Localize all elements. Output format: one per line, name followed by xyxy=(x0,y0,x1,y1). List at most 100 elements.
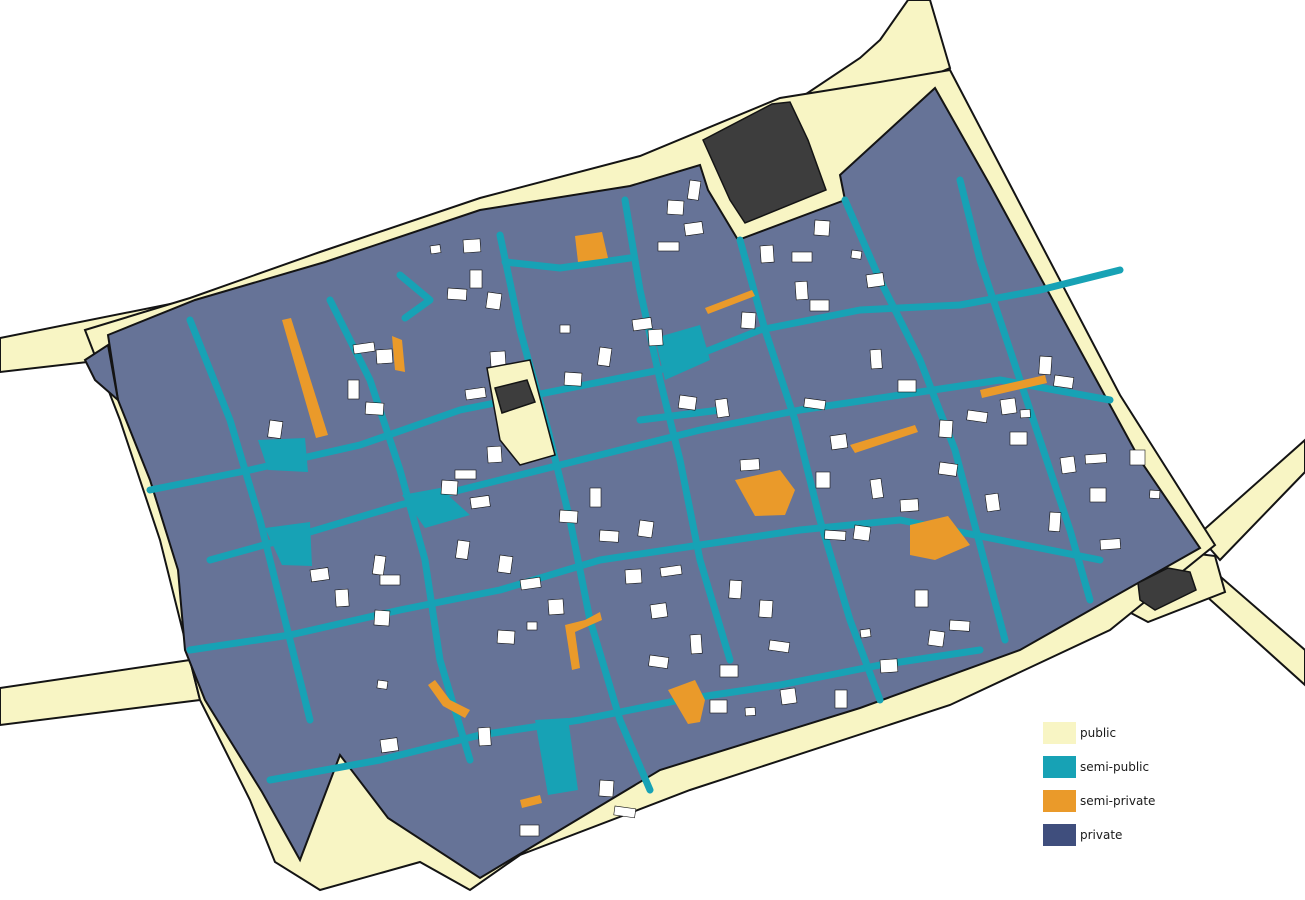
courtyard xyxy=(334,588,350,608)
courtyard xyxy=(379,574,401,586)
courtyard xyxy=(850,249,863,260)
legend-swatch-semi-private xyxy=(1043,790,1076,812)
courtyard xyxy=(647,328,664,347)
courtyard xyxy=(375,348,394,365)
semi-public-passage xyxy=(266,646,984,784)
courtyard xyxy=(834,689,848,709)
courtyard xyxy=(709,699,728,714)
courtyard xyxy=(1059,455,1077,475)
west-notch xyxy=(83,343,120,403)
semi-public-passage xyxy=(956,176,1094,604)
courtyard xyxy=(547,598,565,616)
courtyard xyxy=(429,244,442,255)
courtyard xyxy=(309,567,330,583)
courtyard xyxy=(966,409,989,424)
map-legend: public semi-public semi-private private xyxy=(1043,722,1243,858)
courtyard xyxy=(666,199,685,216)
courtyard xyxy=(803,397,827,411)
legend-swatch-semi-public xyxy=(1043,756,1076,778)
courtyard xyxy=(740,311,757,330)
courtyard xyxy=(829,433,849,451)
legend-item-semi-private: semi-private xyxy=(1043,790,1243,812)
courtyard-layer xyxy=(267,179,1161,837)
courtyard xyxy=(597,346,613,367)
courtyard xyxy=(267,419,284,439)
semi-public-passage xyxy=(736,236,884,704)
courtyard xyxy=(558,509,579,524)
east-road-upper xyxy=(1196,438,1305,562)
landmark-building-central xyxy=(494,379,536,414)
semi-private-court xyxy=(668,680,705,724)
semi-public-plaza xyxy=(265,522,312,566)
courtyard xyxy=(869,348,883,370)
courtyard xyxy=(758,599,774,619)
semi-public-passage xyxy=(501,254,634,272)
courtyard xyxy=(559,324,571,334)
courtyard xyxy=(809,299,830,312)
courtyard xyxy=(865,272,885,289)
semi-private-strip xyxy=(565,612,602,670)
semi-public-passage xyxy=(841,196,1009,644)
courtyard xyxy=(824,529,847,541)
courtyard xyxy=(598,779,615,798)
courtyard xyxy=(1053,374,1075,389)
semi-private-strip xyxy=(428,680,470,718)
courtyard xyxy=(744,706,756,717)
semi-private-strip xyxy=(705,290,755,314)
courtyard xyxy=(1048,511,1062,533)
courtyard xyxy=(469,269,483,289)
city-block-private xyxy=(106,86,1202,880)
courtyard xyxy=(347,379,360,400)
courtyard xyxy=(1089,487,1107,503)
courtyard xyxy=(637,519,655,539)
semi-private-court xyxy=(735,470,795,516)
courtyard xyxy=(477,726,492,747)
courtyard xyxy=(657,241,680,252)
legend-item-semi-public: semi-public xyxy=(1043,756,1243,778)
semi-public-plaza xyxy=(402,488,470,528)
courtyard xyxy=(813,219,831,237)
courtyard xyxy=(1019,408,1031,419)
courtyard xyxy=(984,492,1001,513)
courtyard xyxy=(739,458,761,472)
courtyard xyxy=(455,539,471,560)
semi-private-court xyxy=(910,516,970,560)
semi-private-strip xyxy=(392,336,405,372)
courtyard xyxy=(519,576,542,591)
courtyard xyxy=(683,221,704,237)
courtyard xyxy=(462,238,482,254)
courtyard xyxy=(689,633,703,655)
courtyard xyxy=(631,317,653,332)
legend-item-public: public xyxy=(1043,722,1243,744)
semi-public-passage xyxy=(326,296,474,764)
courtyard xyxy=(486,445,503,464)
courtyard xyxy=(869,478,884,500)
legend-label-semi-public: semi-public xyxy=(1080,760,1150,774)
courtyard xyxy=(1149,489,1161,499)
courtyard xyxy=(899,498,920,513)
courtyard xyxy=(815,471,831,489)
courtyard xyxy=(649,602,669,620)
courtyard xyxy=(914,589,929,608)
courtyard xyxy=(791,251,813,263)
legend-label-public: public xyxy=(1080,726,1117,740)
courtyard xyxy=(373,609,391,627)
courtyard xyxy=(852,524,872,542)
courtyard xyxy=(719,664,739,678)
courtyard xyxy=(454,469,477,480)
courtyard xyxy=(794,280,809,301)
courtyard xyxy=(879,658,899,674)
semi-public-passage xyxy=(186,316,314,724)
semi-private-strip xyxy=(980,375,1047,398)
semi-public-plaza xyxy=(258,438,308,472)
courtyard xyxy=(372,554,387,576)
courtyard xyxy=(589,487,602,508)
southwest-road xyxy=(0,658,202,727)
courtyard xyxy=(613,805,637,819)
courtyard xyxy=(728,579,743,600)
courtyard xyxy=(364,401,385,416)
courtyard xyxy=(948,619,971,632)
landmark-building-north xyxy=(702,101,827,224)
courtyard xyxy=(496,629,516,645)
